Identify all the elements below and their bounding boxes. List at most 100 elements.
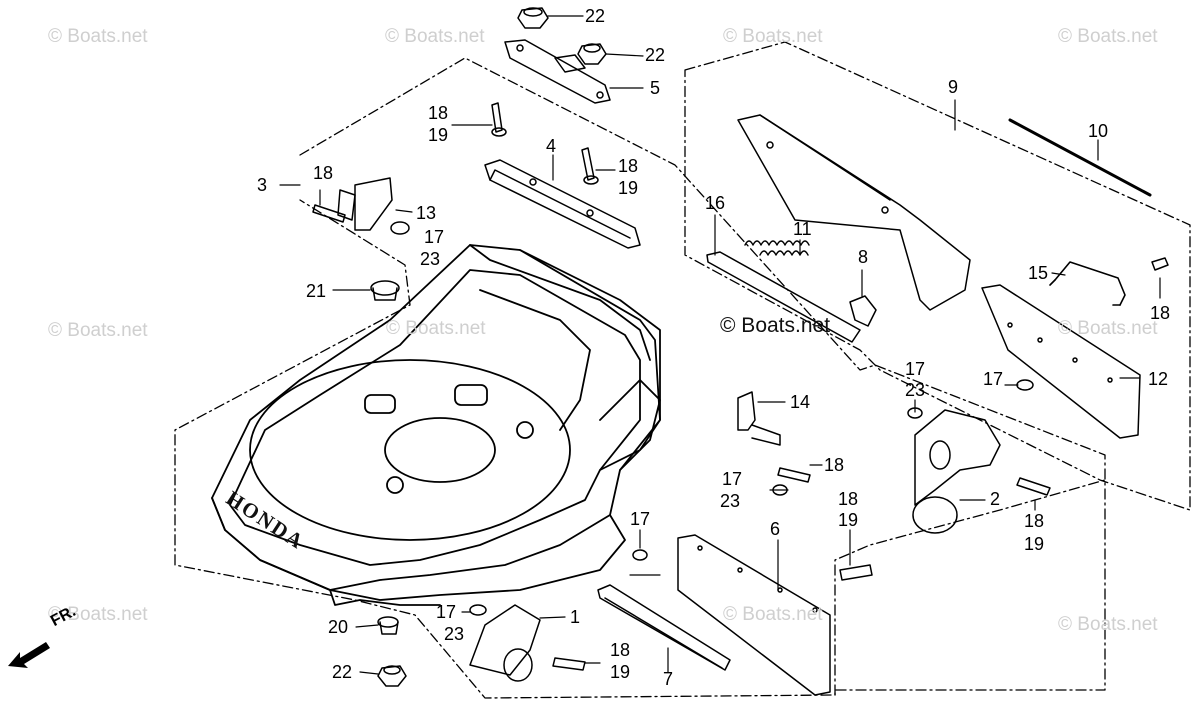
callout-19: 19 (1024, 534, 1045, 554)
watermark: © Boats.net (723, 604, 823, 625)
nut-22-mid (577, 43, 607, 65)
callout-18: 18 (428, 103, 449, 123)
callout-8: 8 (858, 247, 869, 267)
bracket-14 (737, 391, 781, 446)
callout-11: 11 (793, 219, 812, 239)
bracket-5 (504, 39, 611, 104)
callout-23: 23 (720, 491, 741, 511)
bracket-13 (312, 177, 393, 231)
boss-right (516, 421, 534, 439)
bolt-18-far-right (1016, 477, 1051, 496)
rear-bracket (599, 379, 661, 471)
callout-7: 7 (663, 669, 674, 689)
callout-17: 17 (436, 602, 457, 622)
callout-18: 18 (824, 455, 845, 475)
watermark: © Boats.net (48, 26, 148, 47)
callout-14: 14 (790, 392, 811, 412)
watermark: © Boats.net (1058, 318, 1158, 339)
callout-6: 6 (770, 519, 781, 539)
callout-3: 3 (257, 175, 268, 195)
callout-18: 18 (1150, 303, 1171, 323)
callout-18: 18 (1024, 511, 1045, 531)
callout-5: 5 (650, 78, 661, 98)
washer-17-deck (632, 549, 648, 561)
clip-8 (849, 295, 877, 327)
bolt-18-mid (777, 467, 811, 483)
rod-10 (1008, 118, 1152, 197)
callout-18: 18 (838, 489, 859, 509)
callout-22: 22 (645, 45, 666, 65)
callout-1: 1 (570, 607, 581, 627)
boss-front (386, 476, 404, 494)
callout-10: 10 (1088, 121, 1109, 141)
bolt-20 (377, 616, 399, 635)
callout-12: 12 (1148, 369, 1169, 389)
plate-12 (981, 284, 1141, 439)
leader-lines (279, 15, 1161, 675)
watermark: © Boats.net (48, 604, 148, 625)
chute-housing (469, 244, 651, 361)
watermark: © Boats.net (723, 26, 823, 47)
lower-right-outline (834, 479, 1106, 696)
rear-flap-9 (737, 114, 971, 311)
chute-inner (479, 289, 591, 431)
callout-19: 19 (610, 662, 631, 682)
callout-13: 13 (416, 203, 437, 223)
nut-22-bottom (377, 665, 407, 687)
callout-22: 22 (332, 662, 353, 682)
bolt-18-bottom (552, 657, 586, 671)
plate-16 (706, 251, 861, 343)
boss-left (364, 394, 396, 414)
callout-9: 9 (948, 77, 959, 97)
height-plate-2 (912, 409, 1001, 534)
watermark: © Boats.net (1058, 614, 1158, 635)
watermark: © Boats.net (386, 318, 486, 339)
callout-19: 19 (428, 125, 449, 145)
height-plate-1 (469, 604, 541, 682)
washer-17-lower (469, 604, 487, 616)
callout-19: 19 (838, 510, 859, 530)
watermark: © Boats.net (48, 320, 148, 341)
handle-15 (1049, 261, 1126, 306)
rail-7 (597, 584, 731, 671)
washer-17-upper (390, 221, 410, 235)
callout-20: 20 (328, 617, 349, 637)
rear-housing (519, 249, 661, 471)
bolt-upper-mid (581, 147, 599, 185)
rail-4 (484, 159, 641, 249)
callout-4: 4 (546, 136, 557, 156)
washer-17-plate (1016, 379, 1034, 391)
watermark: © Boats.net (385, 26, 485, 47)
callout-23: 23 (444, 624, 465, 644)
flap-6 (677, 534, 831, 696)
callout-23: 23 (905, 380, 926, 400)
callout-15: 15 (1028, 263, 1049, 283)
mower-deck (211, 244, 661, 606)
group-outlines (174, 41, 1191, 699)
watermark: © Boats.net (1058, 26, 1158, 47)
callout-17: 17 (424, 227, 445, 247)
boss-center (454, 384, 488, 406)
upper-group-outline (684, 41, 1191, 511)
bolt-upper-left (491, 102, 507, 137)
grommet-21 (370, 280, 400, 301)
center-watermark: © Boats.net (720, 314, 831, 337)
deck-rim (229, 269, 641, 566)
bolt-18-lower-right (839, 564, 873, 581)
callout-22: 22 (585, 6, 606, 26)
callout-17: 17 (983, 369, 1004, 389)
callout-17: 17 (630, 509, 651, 529)
bolt-18-right (1151, 257, 1169, 271)
callout-21: 21 (306, 281, 327, 301)
front-arrow-icon (8, 642, 50, 668)
callout-23: 23 (420, 249, 441, 269)
deck-skirt (211, 497, 626, 601)
callout-19: 19 (618, 178, 639, 198)
nut-22-top (517, 7, 549, 29)
blade-opening (384, 417, 496, 483)
deck-front-lip (329, 589, 441, 606)
callout-17: 17 (905, 359, 926, 379)
callout-17: 17 (722, 469, 743, 489)
